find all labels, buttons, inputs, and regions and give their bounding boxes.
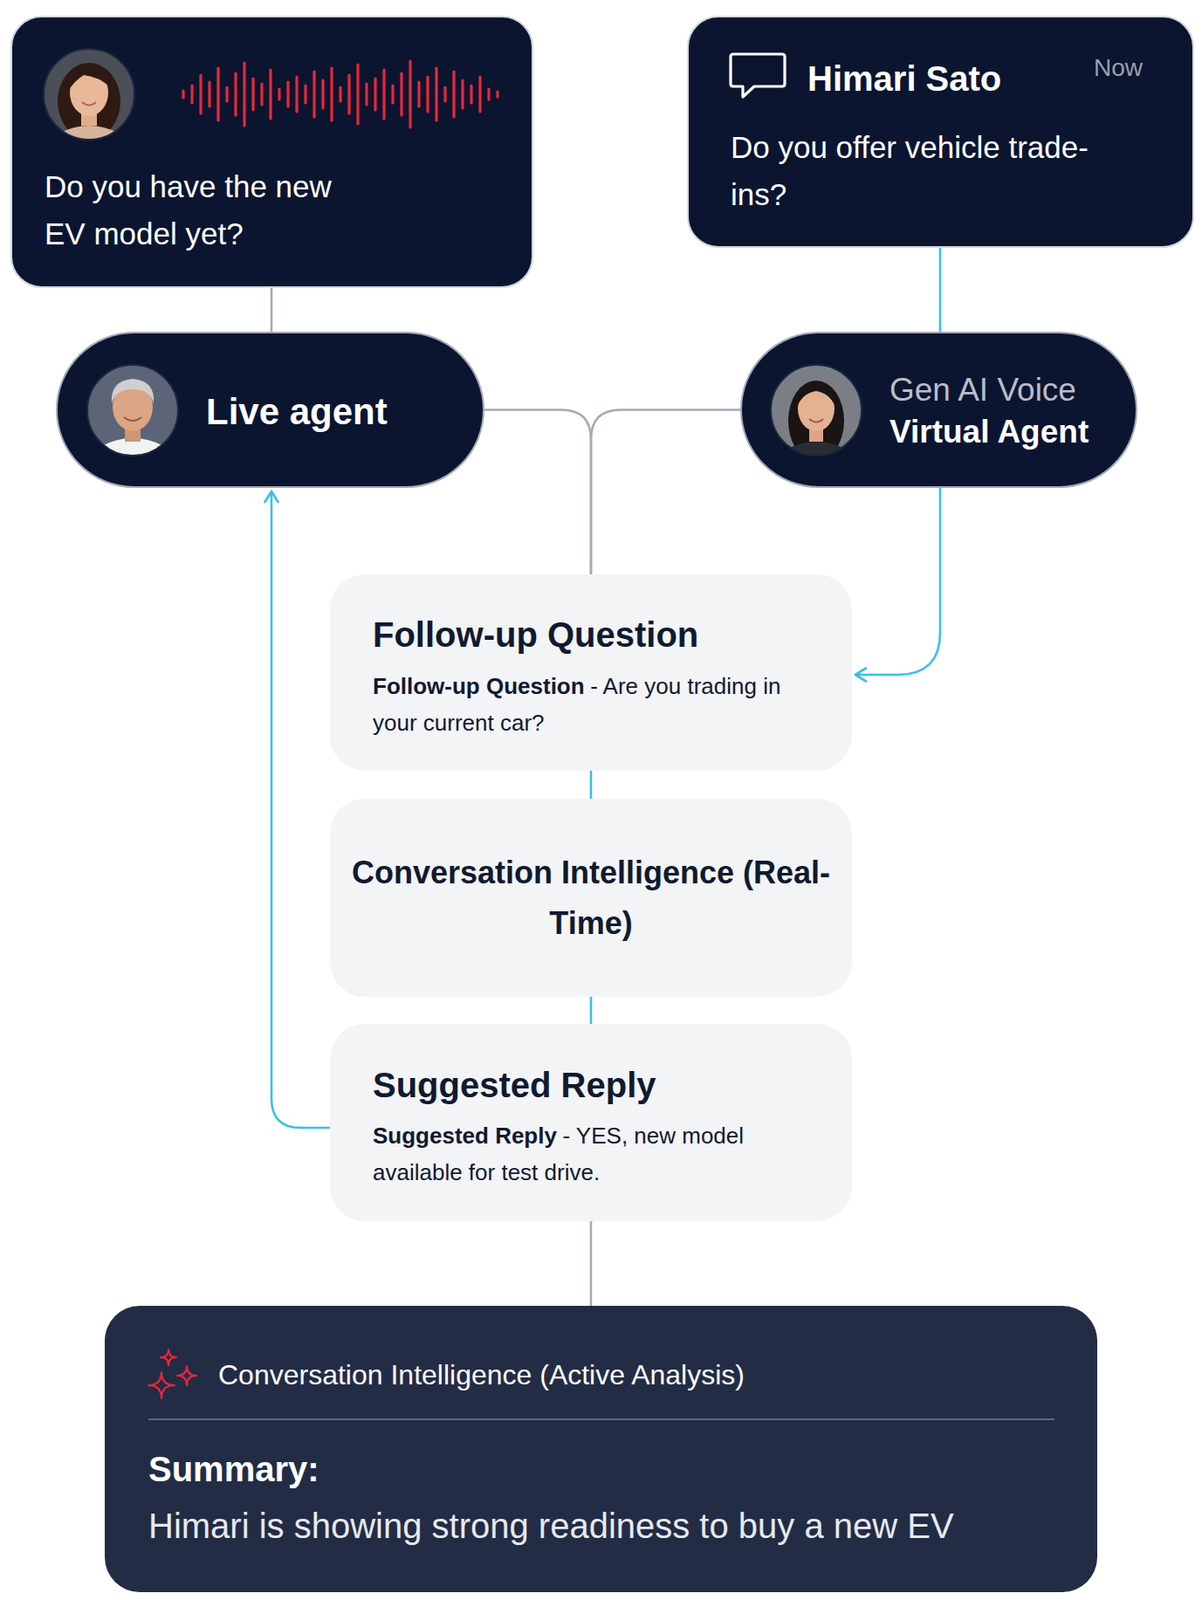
insight-box: Follow-up Question- Are you trading in y… [329, 574, 852, 771]
connector-line [590, 1221, 593, 1306]
avatar-neck [809, 420, 824, 442]
avatar-ring [87, 364, 179, 456]
agent-label: Live agent [206, 390, 468, 434]
analysis-panel: Conversation Intelligence (Active Analys… [104, 1305, 1098, 1593]
avatar-smile [82, 102, 97, 106]
avatar-background [87, 364, 179, 456]
connector-line [855, 487, 941, 675]
agent-subtitle: Gen AI Voice [889, 370, 1126, 410]
chat-icon [730, 54, 785, 97]
box-title: Suggested Reply [372, 1064, 827, 1106]
connector-line [271, 491, 330, 1128]
connector-line [590, 770, 593, 799]
summary-heading: Summary: [148, 1448, 585, 1491]
avatar-face [797, 385, 835, 432]
avatar-neck [81, 104, 97, 126]
message-text: Do you have the new EV model yet? [44, 163, 377, 258]
sparkle-star [148, 1372, 175, 1399]
text-line: Suggested Reply- YES, new model availabl… [372, 1117, 788, 1191]
avatar-face [69, 68, 109, 117]
text-line: Follow-up Question- Are you trading in y… [372, 667, 788, 742]
avatar-shoulders [48, 125, 130, 175]
agent-pill: Live agent [55, 331, 485, 488]
voice-waveform [183, 61, 498, 128]
avatar-face [112, 382, 153, 432]
divider-line [148, 1418, 1055, 1421]
sparkle-star [177, 1366, 197, 1386]
avatar-hair [788, 380, 845, 461]
sparkle-star [160, 1349, 177, 1366]
panel-header: Conversation Intelligence (Active Analys… [218, 1357, 1004, 1393]
avatar-ring [770, 364, 862, 456]
avatar-background [770, 364, 862, 456]
avatar-photo [43, 48, 135, 175]
avatar-smile [809, 418, 824, 423]
box-title: Follow-up Question [372, 613, 827, 656]
agent-pill: Gen AI VoiceVirtual Agent [740, 331, 1138, 488]
avatar-hair [57, 62, 121, 140]
avatar-ring [43, 48, 135, 140]
message-text: Do you offer vehicle trade-ins? [730, 123, 1098, 219]
avatar-shirt [89, 438, 177, 495]
box-title: Conversation Intelligence (Real-Time) [342, 847, 840, 949]
avatar-hair [111, 378, 154, 404]
agent-label: Virtual Agent [889, 412, 1126, 452]
connector-line [590, 410, 741, 576]
insight-box: Suggested Reply- YES, new model availabl… [329, 1023, 852, 1222]
connector-line [484, 410, 591, 576]
connector-line [590, 996, 593, 1024]
sparkle-icon [148, 1349, 197, 1399]
avatar-neck [124, 418, 141, 442]
sender-name: Himari Sato [807, 57, 1087, 100]
connector-line [270, 288, 274, 332]
summary-text: Himari is showing strong readiness to bu… [148, 1504, 1087, 1548]
process-box: Conversation Intelligence (Real-Time) [329, 798, 852, 997]
voice-message-card: Do you have the new EV model yet? [10, 15, 534, 289]
avatar-smile [123, 417, 142, 421]
avatar-hair [796, 382, 836, 407]
inline-label: Follow-up Question [372, 673, 585, 700]
chat-message-card: Himari SatoNow Do you offer vehicle trade… [686, 15, 1195, 248]
avatar-top [776, 441, 857, 491]
avatar-hair [68, 66, 110, 91]
avatar-photo [770, 364, 862, 491]
timestamp: Now [1093, 53, 1173, 83]
connector-line [939, 247, 942, 332]
inline-label: Suggested Reply [372, 1122, 557, 1149]
avatar-photo [87, 364, 179, 495]
avatar-background [43, 48, 135, 140]
